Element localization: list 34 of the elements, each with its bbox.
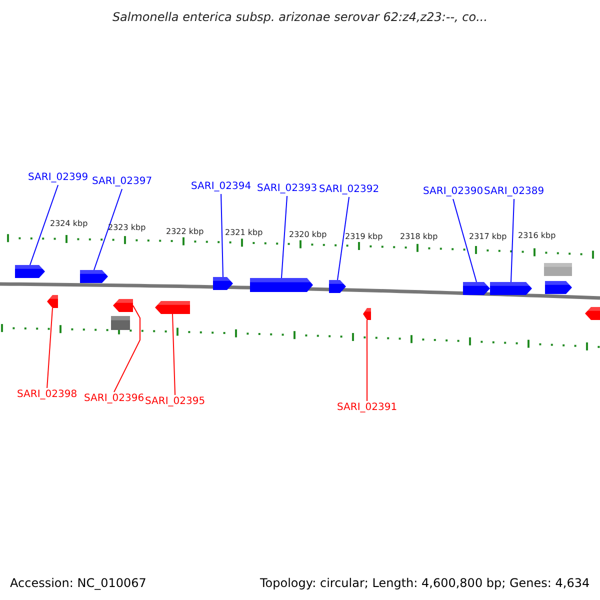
gene-label: SARI_02391 (337, 402, 398, 414)
accession-text: Accession: NC_010067 (10, 576, 146, 590)
leader-line (366, 320, 368, 402)
leader-line (220, 194, 224, 278)
leader-line (46, 308, 53, 388)
gene-label: SARI_02398 (17, 389, 78, 401)
scale-label: 2320 kbp (289, 230, 327, 239)
genome-info-text: Topology: circular; Length: 4,600,800 bp; Genes: 4,634 (260, 576, 590, 590)
leader-line (30, 184, 59, 266)
scale-label: 2323 kbp (108, 223, 146, 232)
gene-label: SARI_02392 (319, 184, 380, 196)
scale-label: 2321 kbp (225, 228, 263, 237)
chart-title: Salmonella enterica subsp. arizonae serovar 62:z4,z23:--, co... (111, 10, 489, 24)
scale-label: 2322 kbp (166, 227, 204, 236)
gene-label: SARI_02393 (257, 183, 318, 195)
leader-line (114, 305, 140, 392)
scale-label: 2324 kbp (50, 219, 88, 228)
scale-label: 2316 kbp (518, 231, 556, 240)
gene-label: SARI_02397 (92, 176, 152, 188)
gene-label: SARI_02394 (191, 181, 252, 193)
scale-label: 2319 kbp (345, 232, 383, 241)
leader-line (172, 314, 176, 396)
leader-line (337, 196, 350, 280)
gene-label: SARI_02390 (423, 186, 484, 198)
scale-label: 2318 kbp (400, 232, 438, 241)
leader-line (281, 196, 288, 278)
leader-line (94, 188, 123, 270)
leader-line (452, 198, 477, 282)
gene-label: SARI_02395 (145, 396, 206, 408)
gene-label: SARI_02389 (484, 186, 544, 198)
scale-label: 2317 kbp (469, 232, 507, 241)
leader-line (510, 198, 515, 282)
gene-label: SARI_02399 (28, 172, 88, 184)
gene-label: SARI_02396 (84, 393, 144, 405)
